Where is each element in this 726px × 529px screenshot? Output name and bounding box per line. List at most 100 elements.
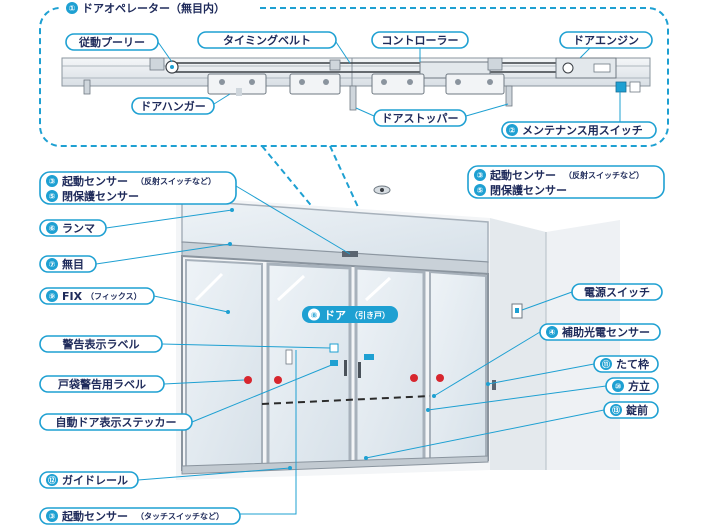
label-transom: ⑥ ランマ — [39, 208, 234, 237]
svg-text:⑤: ⑤ — [49, 192, 56, 201]
engine-pulley-icon — [562, 62, 574, 74]
svg-text:補助光電センサー: 補助光電センサー — [561, 325, 650, 339]
svg-text:ドア: ドア — [324, 309, 346, 322]
label-mullion: ⑦ 無目 — [39, 242, 232, 273]
door-hanger-right — [371, 73, 425, 95]
svg-text:⑪: ⑪ — [602, 359, 610, 369]
label-door: ⑧ ドア （引き戸） — [302, 306, 398, 323]
right-label-group: ③ 起動センサー （反射スイッチなど） ⑤ 閉保護センサー 電源スイッチ ④ 補… — [364, 165, 665, 460]
operator-title: ① ドアオペレーター（無目内） — [60, 0, 260, 16]
svg-text:起動センサー: 起動センサー — [489, 168, 556, 182]
svg-text:自動ドア表示ステッカー: 自動ドア表示ステッカー — [56, 415, 177, 429]
label-controller: コントローラー — [371, 31, 469, 62]
operator-callout: ① ドアオペレーター（無目内） — [39, 0, 669, 256]
entrance-illustration — [176, 185, 620, 480]
pocket-warning-sticker-left — [244, 376, 252, 384]
label-lock: ⑬ 錠前 — [364, 401, 659, 460]
svg-text:閉保護センサー: 閉保護センサー — [62, 189, 139, 203]
svg-text:③: ③ — [49, 512, 56, 521]
svg-text:⑤: ⑤ — [477, 186, 484, 195]
svg-text:（引き戸）: （引き戸） — [350, 310, 390, 320]
svg-text:⑩: ⑩ — [615, 382, 622, 391]
operator-mechanism — [61, 57, 651, 111]
svg-text:戸袋警告用ラベル: 戸袋警告用ラベル — [58, 377, 146, 391]
label-maintenance-switch: ② メンテナンス用スイッチ — [501, 92, 657, 139]
fix-panel-right — [429, 270, 487, 462]
svg-text:（反射スイッチなど）: （反射スイッチなど） — [564, 170, 644, 180]
svg-text:ドアエンジン: ドアエンジン — [573, 34, 639, 47]
door-handle-right — [358, 362, 361, 378]
label-start-sensor-touch: ③ 起動センサー （タッチスイッチなど） — [39, 350, 297, 525]
door-handle-left — [344, 360, 347, 376]
label-power-switch: 電源スイッチ — [521, 283, 663, 311]
svg-text:方立: 方立 — [628, 379, 650, 393]
svg-text:④: ④ — [549, 328, 556, 337]
svg-text:タイミングベルト: タイミングベルト — [223, 33, 311, 47]
svg-text:ガイドレール: ガイドレール — [62, 473, 128, 487]
svg-text:②: ② — [509, 126, 516, 135]
pocket-warning-sticker-left-door — [274, 376, 282, 384]
label-start-sensor-right: ③ 起動センサー （反射スイッチなど） ⑤ 閉保護センサー — [467, 165, 665, 199]
svg-text:従動プーリー: 従動プーリー — [78, 35, 145, 49]
svg-text:⑧: ⑧ — [311, 311, 318, 320]
callout-connector-left — [261, 145, 353, 256]
label-auto-door-sticker: 自動ドア表示ステッカー — [39, 363, 335, 431]
fix-panel-left — [185, 258, 263, 470]
label-door-stopper: ドアストッパー — [355, 103, 509, 127]
auto-door-sticker-icon — [364, 354, 374, 360]
touch-switch-icon — [285, 349, 293, 365]
svg-text:ドアハンガー: ドアハンガー — [140, 99, 206, 113]
operator-title-text: ドアオペレーター（無目内） — [82, 1, 225, 15]
door-hanger-left — [207, 73, 267, 96]
label-start-sensor-left: ③ 起動センサー （反射スイッチなど） ⑤ 閉保護センサー — [39, 171, 351, 255]
svg-text:③: ③ — [49, 177, 56, 186]
door-hanger-left-2 — [289, 73, 341, 95]
maintenance-switch-icon — [615, 81, 627, 93]
svg-text:起動センサー: 起動センサー — [61, 509, 128, 523]
svg-text:③: ③ — [477, 171, 484, 180]
label-door-hanger: ドアハンガー — [131, 93, 231, 115]
svg-text:（フィックス）: （フィックス） — [86, 291, 142, 301]
operator-dashed-frame — [39, 7, 669, 147]
svg-text:電源スイッチ: 電源スイッチ — [584, 285, 650, 299]
label-warning-label: 警告表示ラベル — [39, 335, 331, 353]
svg-text:閉保護センサー: 閉保護センサー — [490, 183, 567, 197]
svg-text:メンテナンス用スイッチ: メンテナンス用スイッチ — [522, 124, 643, 137]
svg-text:ランマ: ランマ — [62, 222, 95, 235]
guide-rail-bar — [181, 455, 489, 475]
svg-text:ドアストッパー: ドアストッパー — [382, 112, 459, 125]
sliding-door-right — [354, 266, 426, 464]
label-fix: ⑨ FIX （フィックス） — [39, 287, 230, 314]
svg-text:⑦: ⑦ — [49, 260, 56, 269]
svg-text:FIX: FIX — [62, 290, 83, 303]
aux-sensor-beam — [261, 395, 431, 405]
svg-text:⑫: ⑫ — [48, 475, 56, 485]
warning-label-sticker — [329, 343, 339, 353]
left-label-group: ③ 起動センサー （反射スイッチなど） ⑤ 閉保護センサー ⑥ ランマ ⑦ 無目 — [39, 171, 351, 525]
title-badge-text: ① — [69, 4, 76, 13]
svg-text:⑨: ⑨ — [49, 292, 56, 301]
svg-text:コントローラー: コントローラー — [382, 34, 459, 47]
label-door-engine: ドアエンジン — [559, 31, 653, 59]
svg-text:⑥: ⑥ — [49, 224, 56, 233]
pocket-warning-sticker-right — [436, 374, 444, 382]
label-timing-belt: タイミングベルト — [197, 31, 351, 64]
svg-text:⑬: ⑬ — [612, 405, 620, 415]
label-guide-rail: ⑫ ガイドレール — [39, 466, 292, 489]
svg-text:錠前: 錠前 — [626, 403, 648, 417]
label-frame-post: ⑩ 方立 — [426, 377, 659, 412]
svg-text:（タッチスイッチなど）: （タッチスイッチなど） — [136, 511, 224, 521]
label-pocket-warning-label: 戸袋警告用ラベル — [39, 375, 245, 393]
svg-text:起動センサー: 起動センサー — [61, 174, 128, 188]
svg-text:警告表示ラベル: 警告表示ラベル — [62, 337, 140, 351]
label-vertical-frame: ⑪ たて枠 — [486, 355, 659, 386]
pocket-warning-sticker-right-door — [410, 374, 418, 382]
svg-text:たて枠: たて枠 — [616, 357, 649, 371]
door-engine-box — [555, 57, 617, 79]
door-hanger-right-2 — [445, 73, 505, 95]
label-aux-photo-sensor: ④ 補助光電センサー — [432, 323, 661, 398]
label-follower-pulley: 従動プーリー — [65, 33, 173, 63]
svg-text:（反射スイッチなど）: （反射スイッチなど） — [136, 176, 216, 186]
